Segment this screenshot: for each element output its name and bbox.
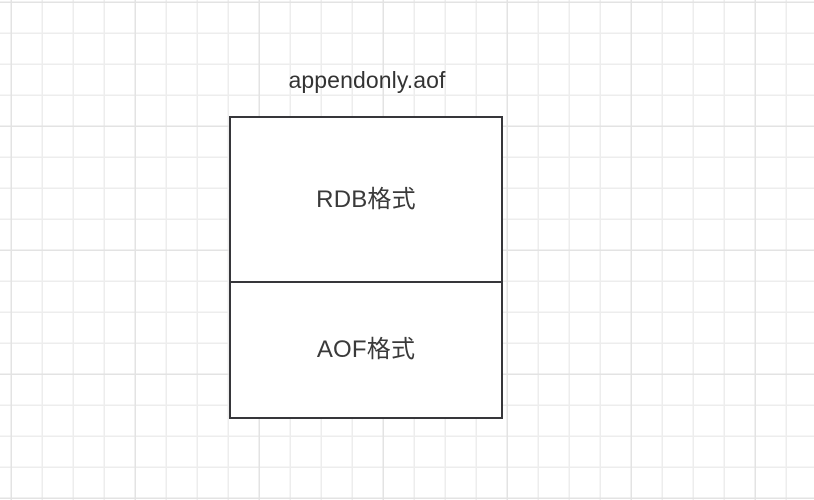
aof-section-block[interactable]: AOF格式: [229, 280, 503, 419]
file-structure-stack: RDB格式 AOF格式: [229, 116, 503, 419]
diagram-title: appendonly.aof: [288, 67, 446, 93]
appendonly-aof-diagram: appendonly.aof RDB格式 AOF格式: [229, 66, 503, 419]
aof-section-label: AOF格式: [316, 335, 416, 363]
rdb-section-block[interactable]: RDB格式: [229, 116, 503, 283]
rdb-section-label: RDB格式: [316, 185, 416, 213]
